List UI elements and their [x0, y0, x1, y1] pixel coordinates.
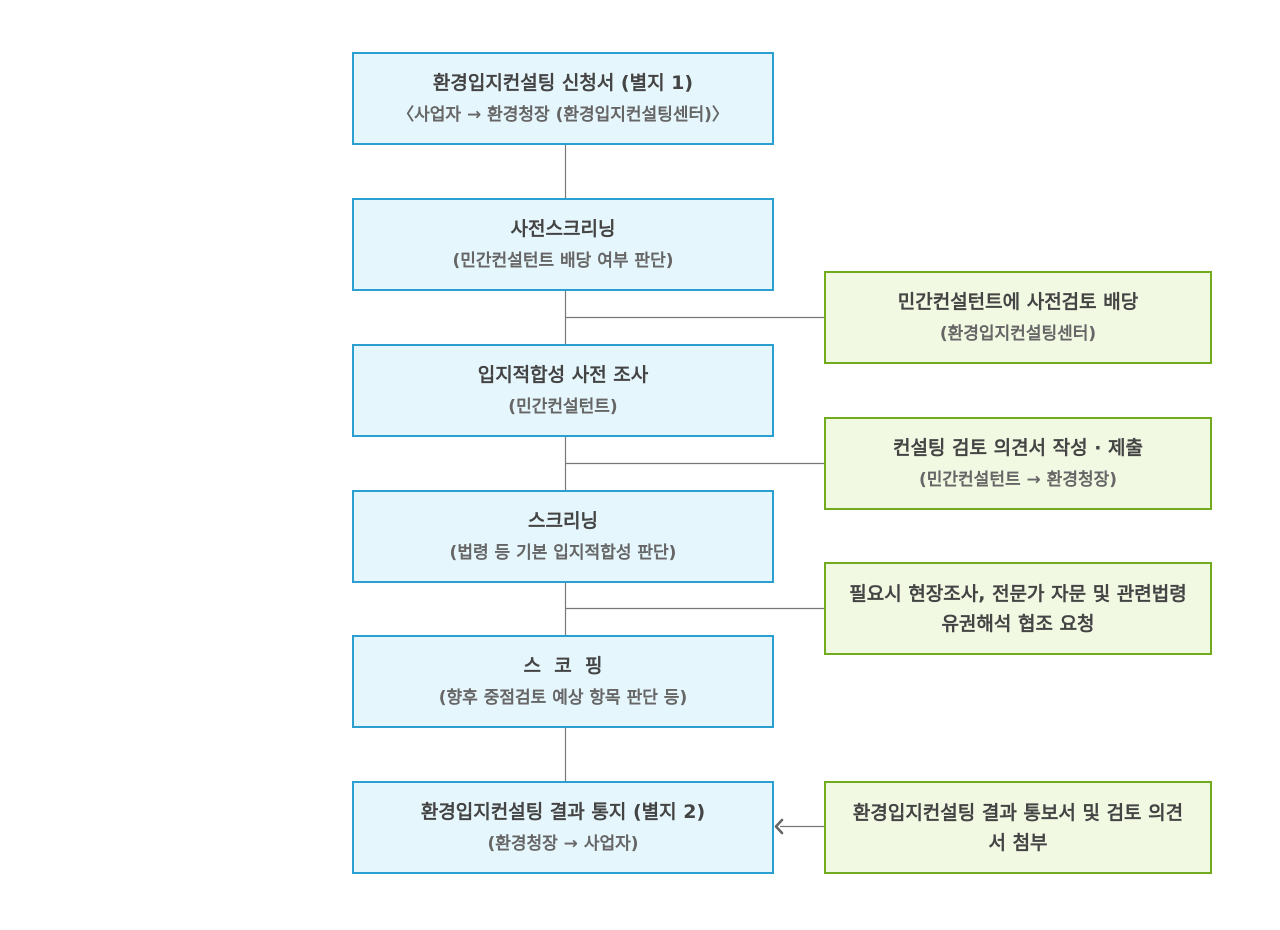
arrow-head-icon	[774, 818, 784, 835]
step-screening: 스크리닝 (법령 등 기본 입지적합성 판단)	[352, 490, 774, 583]
step-title: 입지적합성 사전 조사	[477, 363, 649, 386]
side-text: 환경입지컨설팅 결과 통보서 및 검토 의견서 첨부	[852, 801, 1184, 854]
step-subtitle: (민간컨설턴트)	[508, 396, 618, 417]
side-text: 필요시 현장조사, 전문가 자문 및 관련법령 유권해석 협조 요청	[849, 582, 1187, 635]
step-preliminary-survey: 입지적합성 사전 조사 (민간컨설턴트)	[352, 344, 774, 437]
step-title: 환경입지컨설팅 신청서 (별지 1)	[432, 71, 694, 94]
side-result-attachment: 환경입지컨설팅 결과 통보서 및 검토 의견서 첨부	[824, 781, 1212, 874]
step-consulting-application: 환경입지컨설팅 신청서 (별지 1) 〈사업자 → 환경청장 (환경입지컨설팅센…	[352, 52, 774, 145]
step-subtitle: (민간컨설턴트 배당 여부 판단)	[452, 250, 674, 271]
step-title: 스 코 핑	[523, 654, 603, 677]
step-title: 사전스크리닝	[510, 217, 616, 240]
side-review-opinion: 컨설팅 검토 의견서 작성 · 제출 (민간컨설턴트 → 환경청장)	[824, 417, 1212, 510]
step-subtitle: (향후 중점검토 예상 항목 판단 등)	[438, 687, 688, 708]
step-scoping: 스 코 핑 (향후 중점검토 예상 항목 판단 등)	[352, 635, 774, 728]
step-result-notification: 환경입지컨설팅 결과 통지 (별지 2) (환경청장 → 사업자)	[352, 781, 774, 874]
step-subtitle: (법령 등 기본 입지적합성 판단)	[449, 542, 677, 563]
side-subtitle: (환경입지컨설팅센터)	[939, 323, 1097, 344]
step-subtitle: 〈사업자 → 환경청장 (환경입지컨설팅센터)〉	[397, 104, 729, 125]
step-pre-screening: 사전스크리닝 (민간컨설턴트 배당 여부 판단)	[352, 198, 774, 291]
step-title: 환경입지컨설팅 결과 통지 (별지 2)	[420, 800, 706, 823]
step-title: 스크리닝	[528, 509, 598, 532]
step-subtitle: (환경청장 → 사업자)	[487, 833, 639, 854]
side-title: 컨설팅 검토 의견서 작성 · 제출	[892, 436, 1144, 459]
side-assign-consultant: 민간컨설턴트에 사전검토 배당 (환경입지컨설팅센터)	[824, 271, 1212, 364]
side-title: 민간컨설턴트에 사전검토 배당	[897, 290, 1139, 313]
side-subtitle: (민간컨설턴트 → 환경청장)	[918, 469, 1118, 490]
side-field-survey-request: 필요시 현장조사, 전문가 자문 및 관련법령 유권해석 협조 요청	[824, 562, 1212, 655]
